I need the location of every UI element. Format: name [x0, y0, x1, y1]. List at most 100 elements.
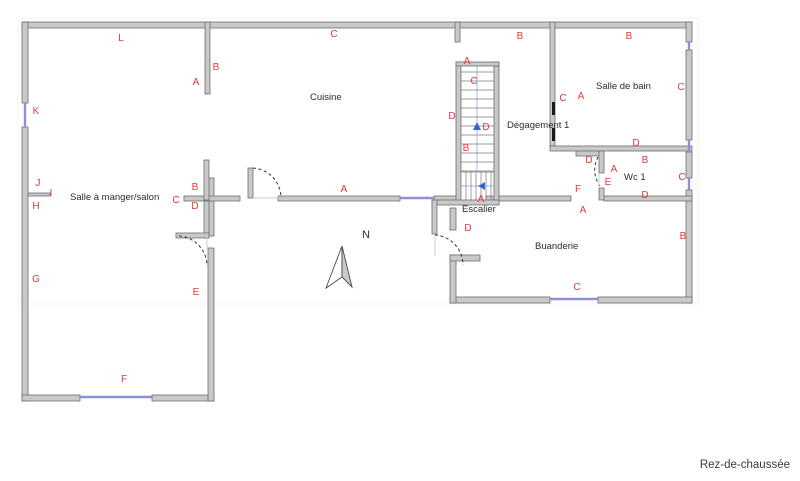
- wall-code-label: D: [448, 111, 455, 122]
- wall-exterior-top: [21, 21, 693, 29]
- wall-code-label: C: [470, 76, 477, 87]
- wall-exterior-right-s4: [685, 189, 693, 304]
- wall-code-label: B: [626, 31, 633, 42]
- wall-code-label: B: [680, 231, 687, 242]
- wall-exterior-bottom-left: [21, 394, 81, 402]
- door-swing-buanderie: [434, 234, 464, 266]
- wall-wc-left-upper: [598, 150, 605, 174]
- wall-stair-left: [455, 61, 462, 205]
- wall-code-label: B: [463, 143, 470, 154]
- door-swing-salon: [178, 235, 208, 267]
- stair-direction-arrow-up: [473, 122, 481, 130]
- wall-code-label: C: [573, 282, 580, 293]
- wall-exterior-right-s3: [685, 151, 693, 179]
- wall-exterior-left-lower: [21, 126, 29, 402]
- stair-direction-arrow-left: [478, 182, 485, 190]
- staircase: [461, 66, 494, 200]
- door-swing-cuisine: [252, 167, 282, 199]
- room-label-buanderie: Buanderie: [535, 241, 578, 252]
- wall-code-label: B: [517, 31, 524, 42]
- wall-code-label: I: [50, 188, 53, 199]
- wall-cuisine-door-leaf: [247, 167, 254, 199]
- wall-code-label: B: [642, 155, 649, 166]
- wall-code-label: C: [677, 82, 684, 93]
- wall-code-label: G: [32, 274, 40, 285]
- wall-code-label: D: [464, 223, 471, 234]
- wall-buanderie-bottom-right: [597, 296, 693, 304]
- drawing-frame: [17, 17, 699, 305]
- door-jamb-group: [552, 102, 555, 141]
- wall-code-label: C: [172, 195, 179, 206]
- wall-group-exterior: [21, 21, 693, 402]
- wall-salon-partition-vertical-down: [203, 200, 210, 239]
- wall-code-label: C: [559, 93, 566, 104]
- wall-stair-right: [493, 61, 500, 205]
- wall-code-label: A: [341, 184, 348, 195]
- wall-code-label: B: [213, 62, 220, 73]
- wall-buanderie-bottom-left: [449, 296, 551, 304]
- wall-wc-bottom: [603, 195, 693, 202]
- wall-code-label: C: [678, 172, 685, 183]
- wall-code-label: D: [632, 138, 639, 149]
- wall-code-label: B: [192, 182, 199, 193]
- door-jamb-salledebain-top: [552, 102, 555, 115]
- wall-cuisine-bottom-left: [277, 195, 401, 202]
- plan-caption: Rez-de-chaussée: [700, 459, 790, 471]
- door-swing-group: [178, 156, 601, 267]
- wall-code-label: D: [191, 201, 198, 212]
- wall-code-label: D: [641, 190, 648, 201]
- wall-code-label: A: [464, 56, 471, 67]
- wall-exterior-right-s2: [685, 49, 693, 141]
- wall-code-label: E: [193, 287, 200, 298]
- wall-exterior-right-s1: [685, 21, 693, 43]
- wall-code-label: C: [330, 29, 337, 40]
- wall-code-label: A: [611, 164, 618, 175]
- room-label-escalier: Escalier: [462, 204, 496, 215]
- wall-code-label: D: [482, 122, 489, 133]
- wall-code-label: D: [585, 155, 592, 166]
- wall-code-label: E: [605, 177, 612, 188]
- window-group: [23, 42, 691, 399]
- wall-group-interior: [175, 21, 693, 239]
- wall-code-label: A: [193, 77, 200, 88]
- wall-code-label: F: [121, 374, 127, 385]
- wall-stub-stair-top: [454, 21, 461, 43]
- room-label-degagement-1: Dégagement 1: [507, 120, 569, 131]
- wall-code-label: K: [33, 106, 40, 117]
- wall-salon-door-jamb: [175, 232, 210, 239]
- door-swing-wc: [594, 156, 601, 187]
- wall-code-label: A: [478, 194, 485, 205]
- wall-code-label: H: [32, 201, 39, 212]
- wall-salon-partition-horizontal: [183, 195, 241, 202]
- room-label-salle-de-bain: Salle de bain: [596, 81, 651, 92]
- door-jamb-salledebain-bottom: [552, 128, 555, 141]
- wall-code-label: F: [575, 184, 581, 195]
- wall-code-label: A: [580, 205, 587, 216]
- wall-stub-J-H: [27, 192, 51, 197]
- compass-right-blade: [341, 245, 353, 289]
- wall-salon-partition-vertical-up: [203, 159, 210, 201]
- wall-buanderie-left-stub: [449, 254, 481, 262]
- wall-buanderie-left-lower: [449, 254, 457, 304]
- wall-code-label: A: [578, 91, 585, 102]
- wall-buanderie-left-upper: [449, 207, 457, 231]
- wall-stub-left-horizontal: [27, 192, 51, 197]
- wall-code-label: L: [118, 33, 124, 44]
- wall-exterior-bottom-right: [151, 394, 215, 402]
- compass-north-label: N: [362, 229, 370, 241]
- wall-stair-top: [455, 61, 500, 67]
- wall-partition-salon-cuisine-top: [204, 21, 211, 95]
- room-label-salle-a-manger-salon: Salle à manger/salon: [70, 192, 159, 203]
- wall-wc-left-lower: [598, 187, 605, 201]
- room-label-cuisine: Cuisine: [310, 92, 342, 103]
- wall-exterior-left-upper: [21, 21, 29, 104]
- wall-salledebain-bottom: [549, 145, 693, 152]
- compass-left-blade: [325, 245, 343, 290]
- room-label-wc-1: Wc 1: [624, 172, 646, 183]
- wall-salon-right-lower: [207, 247, 215, 402]
- wall-code-label: J: [36, 178, 41, 189]
